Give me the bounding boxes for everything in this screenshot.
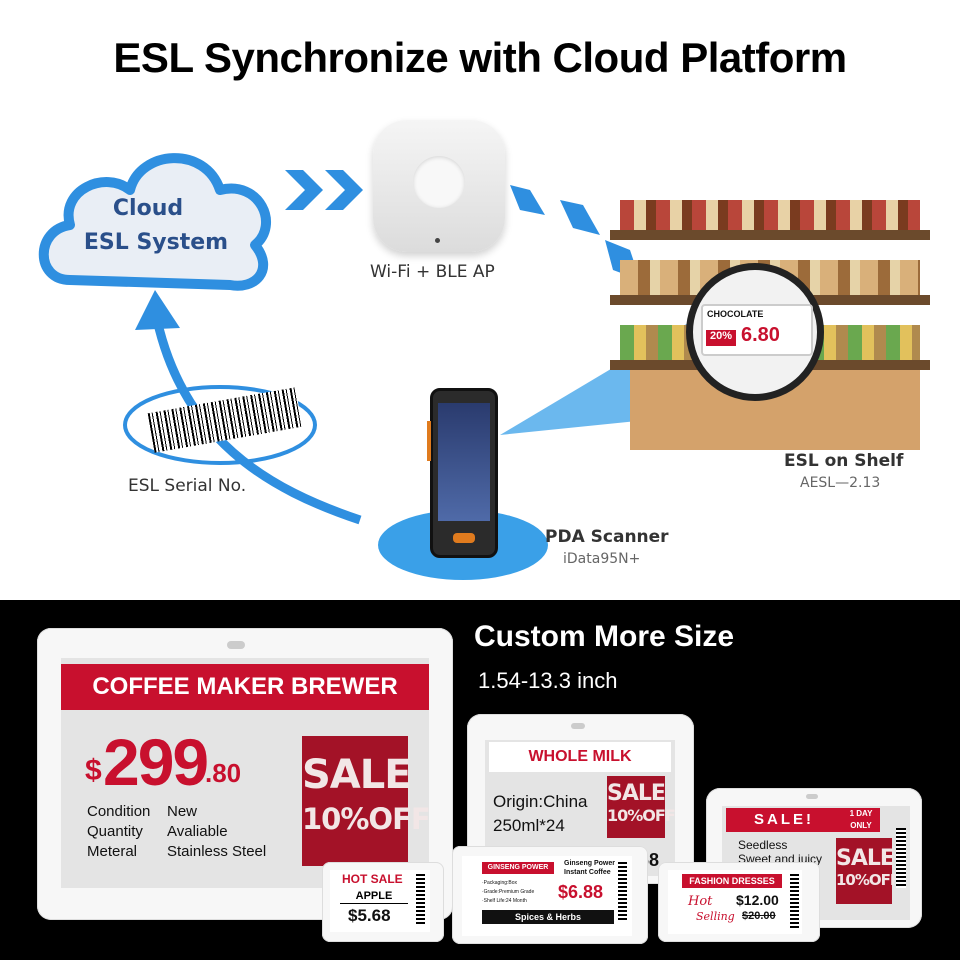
- milk-tag-line1: Origin:China: [493, 792, 588, 811]
- orange-tag-sale-block: SALE 10%OFF: [836, 838, 900, 904]
- milk-tag-line2: 250ml*24: [493, 816, 565, 835]
- sizes-range: 1.54-13.3 inch: [478, 668, 618, 693]
- ginseng-tag-line1: ·Packaging:Box: [482, 880, 518, 886]
- large-tag-row-value: New: [167, 803, 198, 820]
- fashion-tag-script2: Selling: [696, 910, 735, 923]
- ginseng-tag-price: $6.88: [558, 882, 604, 902]
- barcode-icon: [416, 874, 425, 924]
- apple-tag-name: APPLE: [340, 890, 408, 904]
- serial-label: ESL Serial No.: [128, 476, 247, 496]
- large-tag-row-key: Condition: [87, 803, 151, 820]
- fashion-tag-price: $12.00: [736, 892, 779, 908]
- magnifier: CHOCOLATE 20% 6.80: [686, 263, 824, 401]
- large-tag-currency: $: [85, 754, 102, 787]
- large-tag-sale: SALE: [302, 752, 412, 798]
- access-point-device: [373, 120, 505, 252]
- milk-tag-product: WHOLE MILK: [489, 742, 671, 772]
- large-tag-row-key: Quantity: [87, 823, 143, 840]
- chevron-arrows-icon: [285, 170, 363, 210]
- cloud-icon: [38, 153, 271, 291]
- large-tag-sale-block: SALE 10%OFF: [302, 736, 431, 866]
- pda-scanner-device: [427, 388, 498, 558]
- apple-esl-tag: HOT SALE APPLE $5.68: [322, 862, 444, 942]
- top-diagram-panel: ESL Synchronize with Cloud Platform Clou…: [38, 34, 930, 580]
- ap-label: Wi-Fi + BLE AP: [370, 262, 495, 282]
- ginseng-tag-title2: Instant Coffee: [564, 869, 611, 876]
- orange-tag-off: 10%OFF: [836, 871, 900, 889]
- barcode-icon: [618, 862, 627, 922]
- milk-tag-sale: SALE: [607, 781, 666, 806]
- barcode-icon: [790, 874, 799, 928]
- orange-tag-sale: SALE: [836, 846, 895, 871]
- orange-tag-header: SALE!: [726, 808, 842, 832]
- orange-tag-line1: Seedless: [738, 838, 788, 852]
- shelf-tag-discount: 20%: [706, 330, 736, 346]
- fashion-tag-script1: Hot: [688, 894, 713, 909]
- page-title: ESL Synchronize with Cloud Platform: [113, 34, 847, 81]
- large-tag-row-value: Stainless Steel: [167, 843, 267, 860]
- shelf-model: AESL—2.13: [800, 475, 881, 491]
- ginseng-esl-tag: GINSENG POWER Ginseng Power Instant Coff…: [452, 846, 648, 944]
- shelf-label: ESL on Shelf: [784, 451, 904, 471]
- cloud-label-line2: ESL System: [83, 230, 229, 255]
- ginseng-tag-title1: Ginseng Power: [564, 860, 615, 867]
- sizes-heading: Custom More Size: [474, 620, 735, 653]
- pda-model: iData95N+: [563, 551, 641, 567]
- ginseng-tag-footer: Spices & Herbs: [482, 910, 614, 924]
- large-tag-row-key: Meteral: [87, 843, 138, 860]
- milk-tag-sale-block: SALE 10%OFF: [607, 776, 676, 838]
- apple-tag-header: HOT SALE: [342, 872, 403, 886]
- bottom-sizes-panel: Custom More Size 1.54-13.3 inch COFFEE M…: [0, 600, 960, 960]
- shelf-tag-name: CHOCOLATE: [707, 309, 764, 319]
- large-tag-off: 10%OFF: [302, 802, 431, 836]
- milk-tag-off: 10%OFF: [607, 806, 676, 825]
- fashion-esl-tag: FASHION DRESSES Hot Selling $12.00 $20.0…: [658, 862, 820, 942]
- shelf-tag-price: 6.80: [741, 324, 780, 346]
- return-arrow-icon: [123, 290, 362, 525]
- apple-tag-price: $5.68: [348, 906, 391, 925]
- ginseng-tag-line2: ·Grade:Premium Grade: [482, 889, 535, 895]
- milk-esl-tag: WHOLE MILK Origin:China 250ml*24 SALE 10…: [467, 714, 694, 884]
- cloud-label-line1: Cloud: [112, 196, 184, 221]
- shelf-esl-tag: CHOCOLATE 20% 6.80: [701, 304, 813, 356]
- large-tag-price: 299: [103, 725, 209, 799]
- orange-tag-badge: 1 DAY ONLY: [842, 808, 880, 832]
- large-tag-product: COFFEE MAKER BREWER: [61, 664, 429, 710]
- ginseng-tag-line3: ·Shelf Life:24 Month: [482, 898, 527, 904]
- ginseng-tag-brand: GINSENG POWER: [482, 862, 554, 874]
- large-tag-row-value: Avaliable: [167, 823, 228, 840]
- large-tag-cents: .80: [205, 758, 242, 788]
- fashion-tag-old-price: $20.00: [742, 910, 776, 922]
- pda-label: PDA Scanner: [545, 527, 669, 547]
- fashion-tag-header: FASHION DRESSES: [682, 874, 782, 888]
- barcode-icon: [896, 828, 906, 888]
